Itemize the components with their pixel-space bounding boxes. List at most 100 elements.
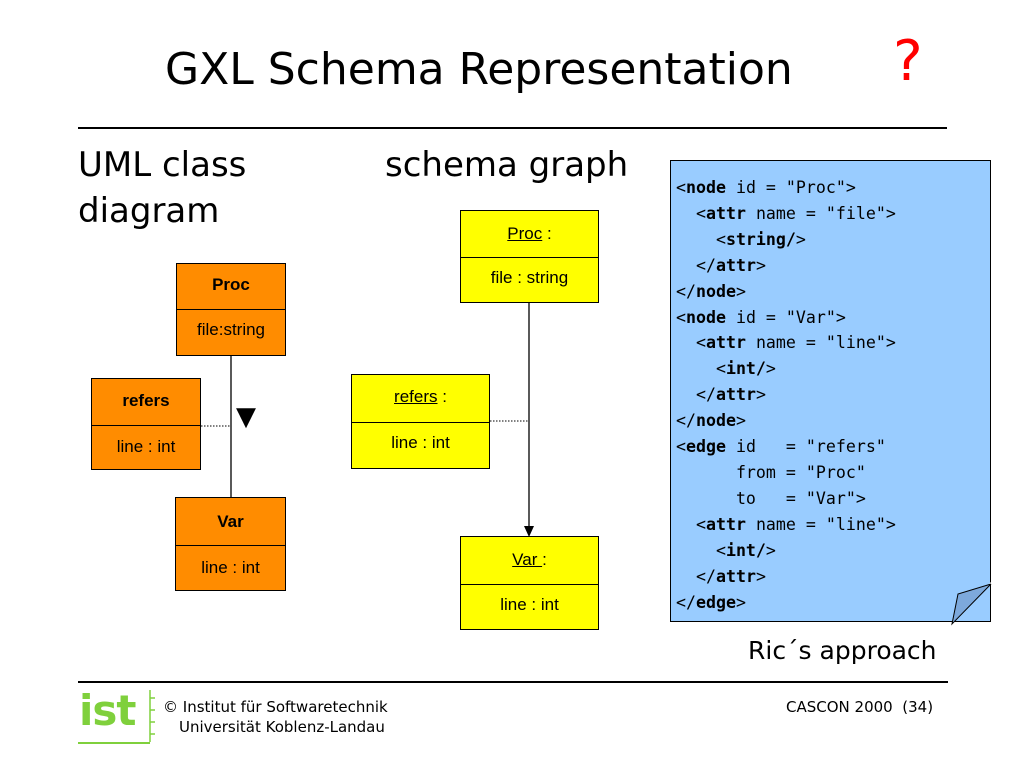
code-line: <node id = "Proc"> <box>676 175 896 201</box>
code-line: <attr name = "line"> <box>676 512 896 538</box>
code-text: </ <box>676 255 716 275</box>
code-text: < <box>676 203 706 223</box>
schema-node-suffix: : <box>437 387 447 406</box>
uml-class-name: refers <box>122 391 170 410</box>
code-text: </ <box>676 411 696 431</box>
gxl-code-text: <node id = "Proc"> <attr name = "file"> … <box>676 175 896 615</box>
schema-node-name: Var <box>512 550 543 569</box>
uml-class-proc: Proc file:string <box>176 263 286 356</box>
schema-node-suffix: : <box>542 224 552 243</box>
code-line: <attr name = "file"> <box>676 201 896 227</box>
code-line: </attr> <box>676 382 896 408</box>
conference-name: CASCON 2000 <box>786 698 893 716</box>
uml-heading-line1: UML class <box>78 145 247 185</box>
code-text: > <box>765 359 776 379</box>
schema-node-label: Var : <box>461 550 598 570</box>
schema-edge-arrowhead <box>524 526 534 537</box>
schema-node-var: Var : line : int <box>460 536 599 630</box>
direction-triangle-icon: ▼ <box>236 402 256 432</box>
code-line: to = "Var"> <box>676 486 896 512</box>
code-text: </ <box>676 566 716 586</box>
code-keyword: int/ <box>725 540 766 560</box>
code-keyword: attr <box>705 333 746 353</box>
code-text: > <box>765 540 776 560</box>
code-text: < <box>676 229 726 249</box>
code-text: > <box>755 566 766 586</box>
code-keyword: node <box>695 411 736 431</box>
gxl-code-panel: <node id = "Proc"> <attr name = "file"> … <box>670 160 991 622</box>
code-text: < <box>676 359 726 379</box>
ist-logo: ist <box>79 686 136 735</box>
code-text: > <box>795 229 806 249</box>
code-text: </ <box>676 385 716 405</box>
code-text: > <box>755 385 766 405</box>
code-text: name = "line"> <box>745 514 896 534</box>
class-divider <box>92 425 200 426</box>
code-text: id = "Var"> <box>725 307 846 327</box>
code-line: <attr name = "line"> <box>676 330 896 356</box>
code-keyword: node <box>695 281 736 301</box>
code-text: to = "Var"> <box>676 488 866 508</box>
schema-node-name: refers <box>394 387 438 406</box>
ist-logo-underline <box>78 742 150 744</box>
code-text: id = "Proc"> <box>725 178 856 197</box>
code-keyword: attr <box>705 514 746 534</box>
code-text: > <box>735 281 746 301</box>
uml-class-name: Proc <box>212 275 250 294</box>
code-keyword: attr <box>705 203 746 223</box>
code-text: < <box>676 307 686 327</box>
code-line: <int/> <box>676 538 896 564</box>
code-keyword: node <box>686 307 726 327</box>
question-mark: ? <box>893 29 923 94</box>
code-text: id = "refers" <box>725 437 886 457</box>
class-divider <box>461 584 598 585</box>
uml-class-attribute: line : int <box>116 437 176 456</box>
code-line: <node id = "Var"> <box>676 305 896 331</box>
approach-caption: Ric´s approach <box>748 636 937 665</box>
slide-title-text: GXL Schema Representation <box>165 44 793 95</box>
schema-node-attribute: line : int <box>500 595 559 614</box>
uml-class-name: Var <box>217 512 244 531</box>
schema-node-label: refers : <box>352 387 489 407</box>
page-curl-icon <box>950 582 992 626</box>
class-divider <box>176 545 285 546</box>
footer-conference: CASCON 2000 (34) <box>786 697 933 717</box>
code-line: </attr> <box>676 564 896 590</box>
code-keyword: attr <box>715 385 756 405</box>
code-line: </node> <box>676 279 896 305</box>
uml-heading-line2: diagram <box>78 191 220 231</box>
code-text: > <box>735 592 746 612</box>
code-line: <edge id = "refers" <box>676 434 896 460</box>
institute-name: Institut für Softwaretechnik <box>182 698 388 716</box>
code-text: < <box>676 540 726 560</box>
schema-node-name: Proc <box>507 224 543 243</box>
top-divider <box>78 127 947 129</box>
code-text: </ <box>676 592 696 612</box>
code-text: < <box>676 437 686 457</box>
class-divider <box>461 257 598 258</box>
ist-logo-ticks-icon <box>149 690 155 742</box>
code-keyword: int/ <box>725 359 766 379</box>
code-keyword: attr <box>715 566 756 586</box>
code-keyword: edge <box>695 592 736 612</box>
schema-node-suffix: : <box>542 550 547 569</box>
uml-class-var: Var line : int <box>175 497 286 591</box>
code-keyword: string/ <box>725 229 796 249</box>
class-divider <box>352 422 489 423</box>
copyright-icon: © <box>163 698 178 716</box>
code-text: > <box>755 255 766 275</box>
code-text: < <box>676 178 686 197</box>
code-keyword: attr <box>715 255 756 275</box>
schema-node-refers: refers : line : int <box>351 374 490 469</box>
schema-graph-heading: schema graph <box>385 145 629 185</box>
code-keyword: node <box>686 178 726 197</box>
code-keyword: edge <box>686 437 726 457</box>
footer-institute: © Institut für Softwaretechnik <box>163 697 388 717</box>
uml-class-attribute: file:string <box>196 320 266 339</box>
schema-node-proc: Proc : file : string <box>460 210 599 303</box>
code-text: < <box>676 514 706 534</box>
code-text: > <box>735 411 746 431</box>
code-line: </node> <box>676 408 896 434</box>
code-line: </attr> <box>676 253 896 279</box>
